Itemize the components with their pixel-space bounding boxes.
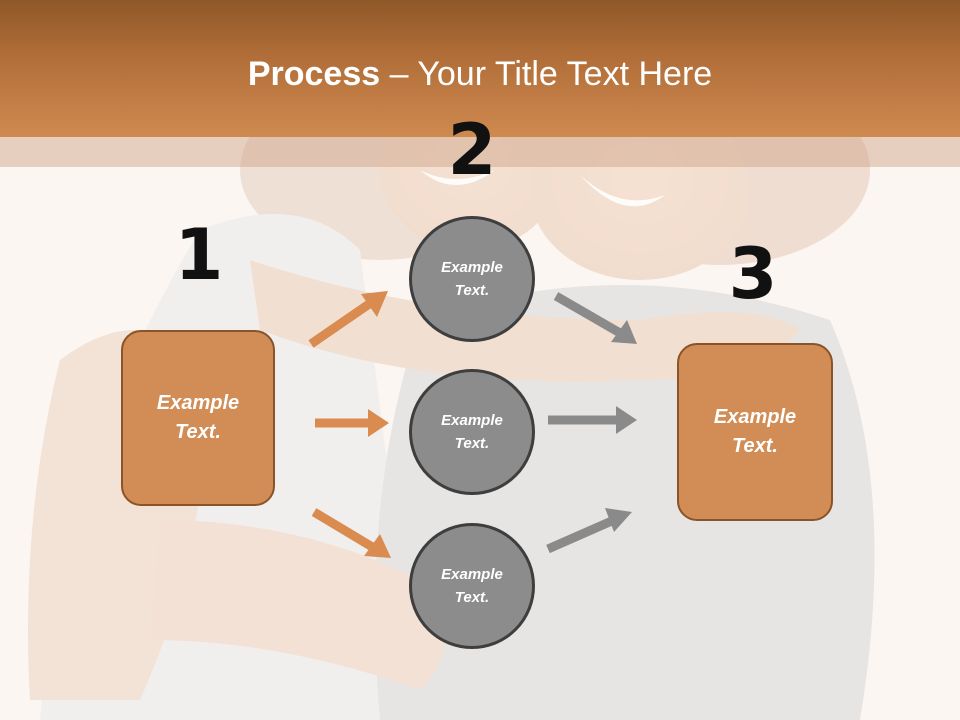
arrow-gray-up — [546, 508, 632, 554]
title-rest: – Your Title Text Here — [380, 55, 713, 93]
slide-title: Process – Your Title Text Here — [0, 52, 960, 96]
output-box-line1: Example — [713, 406, 797, 428]
arrow-orange-up — [308, 291, 388, 348]
circle-middle-line1: Example — [441, 412, 503, 429]
arrow-orange-right — [315, 409, 389, 437]
circle-top-line2: Text. — [454, 282, 490, 299]
process-circle-middle[interactable]: Example Text. — [409, 369, 535, 495]
arrow-gray-down — [553, 292, 637, 344]
step-number-3: 3 — [728, 233, 778, 315]
header-band — [0, 0, 960, 137]
arrow-gray-right — [548, 406, 637, 434]
input-box-line2: Text. — [175, 421, 221, 443]
input-box[interactable]: Example Text. — [121, 330, 275, 506]
input-box-line1: Example — [156, 392, 240, 414]
step-number-1: 1 — [174, 214, 224, 296]
circle-bottom-line1: Example — [441, 566, 503, 583]
output-box[interactable]: Example Text. — [677, 343, 833, 521]
title-bold: Process — [247, 55, 381, 93]
process-circle-bottom[interactable]: Example Text. — [409, 523, 535, 649]
circle-top-line1: Example — [441, 259, 503, 276]
step-number-2: 2 — [447, 109, 497, 191]
arrow-orange-down — [311, 508, 391, 558]
output-box-line2: Text. — [732, 435, 778, 457]
header-strip — [0, 137, 960, 167]
circle-middle-line2: Text. — [454, 435, 490, 452]
circle-bottom-line2: Text. — [454, 589, 490, 606]
process-circle-top[interactable]: Example Text. — [409, 216, 535, 342]
